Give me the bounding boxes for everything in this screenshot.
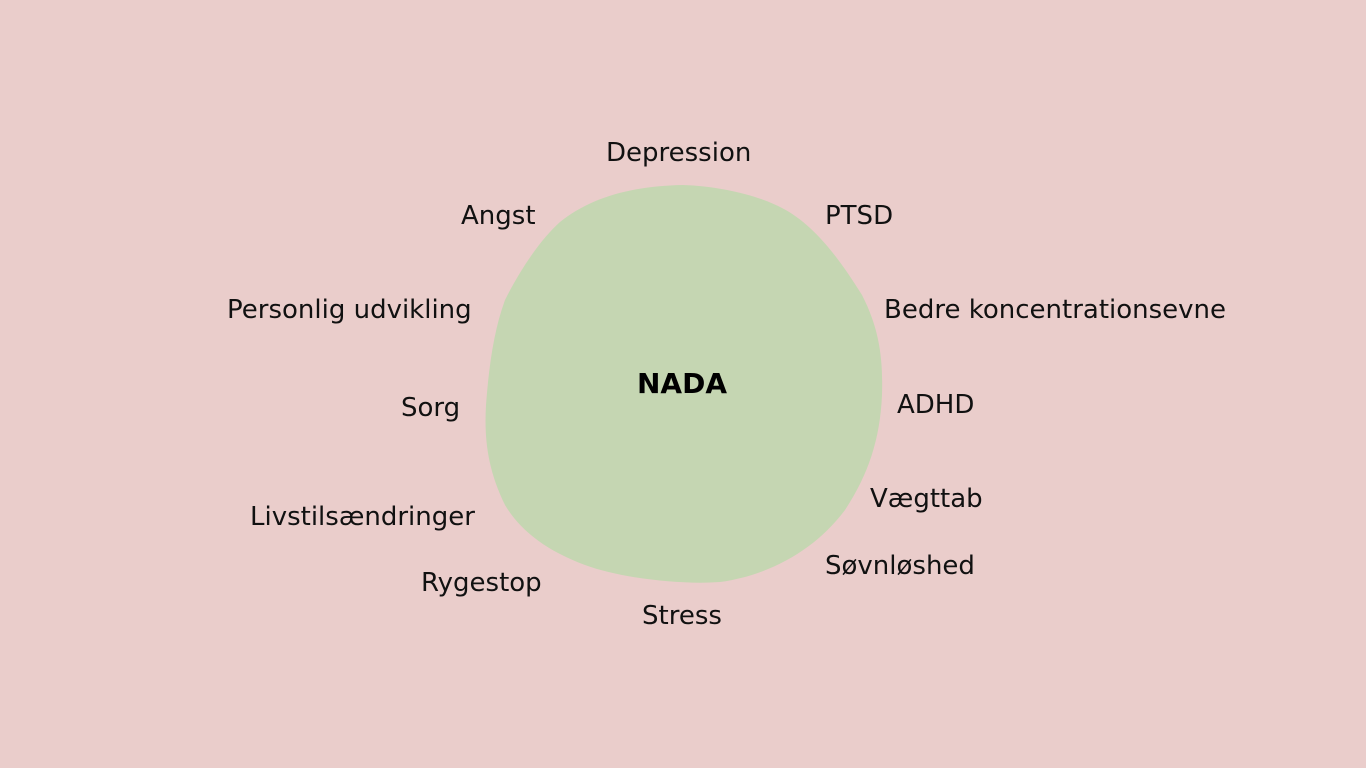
label-soevnloeshed: Søvnløshed [825, 551, 975, 581]
label-angst: Angst [461, 201, 536, 231]
label-rygestop: Rygestop [421, 568, 542, 598]
label-bedre-koncentrationsevne: Bedre koncentrationsevne [884, 295, 1227, 325]
label-personlig-udvikling: Personlig udvikling [227, 295, 472, 325]
nada-blob [485, 185, 883, 583]
label-vaegttab: Vægttab [870, 484, 983, 514]
label-ptsd: PTSD [825, 201, 894, 231]
center-label: NADA [637, 367, 728, 400]
label-adhd: ADHD [897, 390, 975, 420]
label-depression: Depression [606, 138, 752, 168]
label-sorg: Sorg [401, 393, 461, 423]
label-stress: Stress [642, 601, 722, 631]
label-livstilsaendringer: Livstilsændringer [250, 502, 475, 532]
